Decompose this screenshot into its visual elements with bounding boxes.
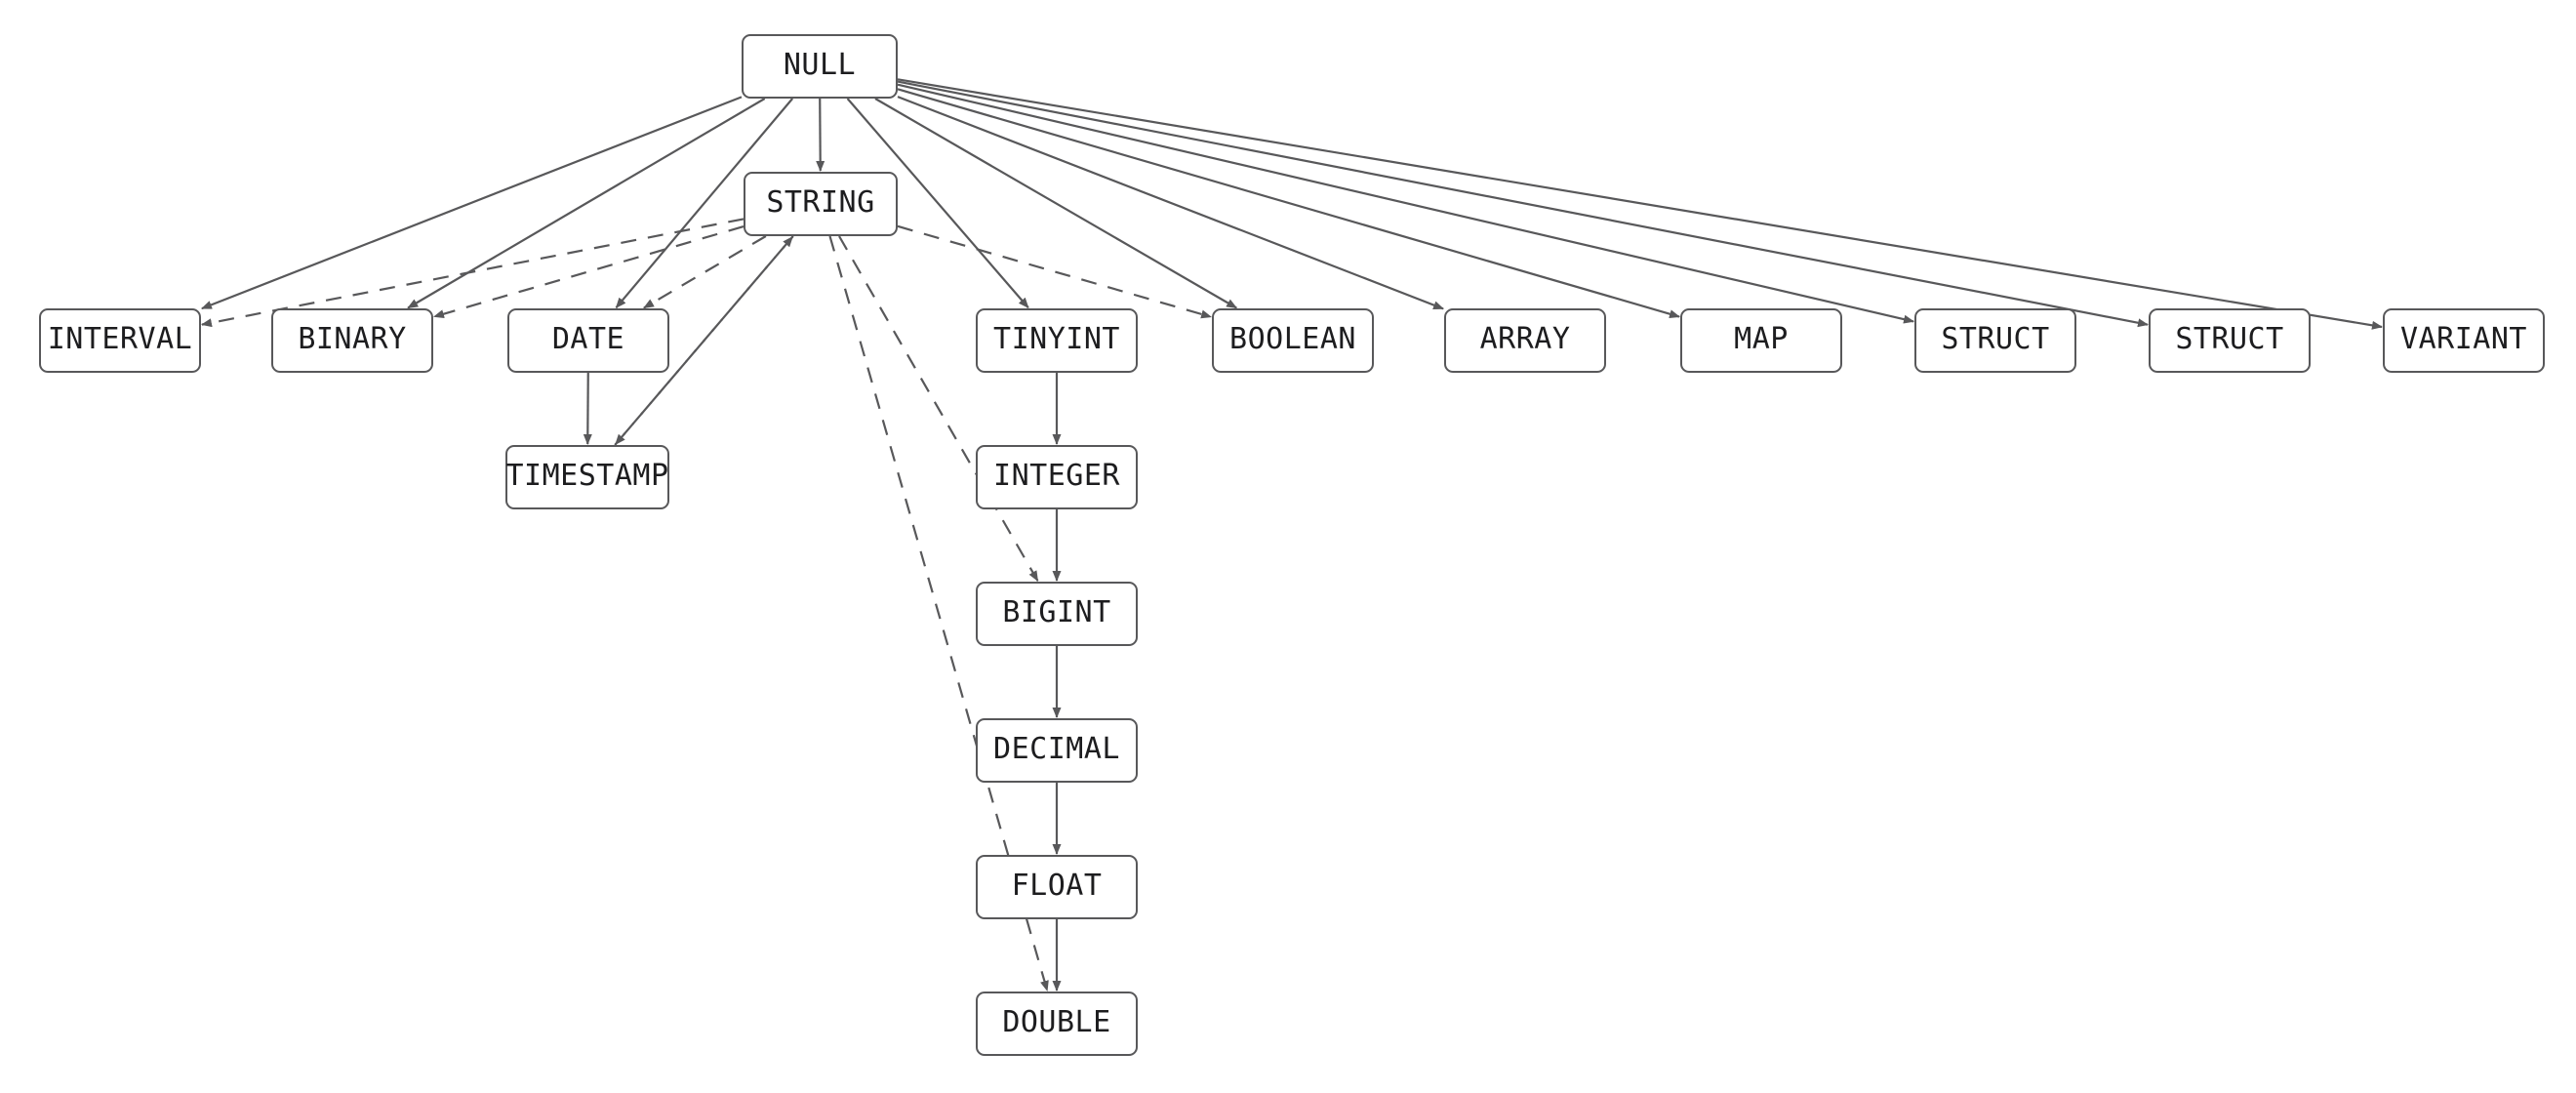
edge-date-to-timestamp	[583, 372, 592, 445]
node-integer[interactable]: INTEGER	[976, 445, 1138, 509]
node-struct2[interactable]: STRUCT	[2149, 308, 2311, 373]
node-timestamp[interactable]: TIMESTAMP	[505, 445, 669, 509]
node-label: DOUBLE	[1002, 1005, 1111, 1039]
edge-null-to-tinyint	[846, 98, 1029, 308]
edge-null-to-date	[615, 98, 794, 309]
node-string[interactable]: STRING	[744, 172, 898, 236]
node-struct1[interactable]: STRUCT	[1914, 308, 2076, 373]
node-label: NULL	[783, 48, 857, 82]
node-label: STRING	[766, 185, 875, 220]
node-tinyint[interactable]: TINYINT	[976, 308, 1138, 373]
node-label: VARIANT	[2400, 322, 2527, 356]
edge-null-to-struct2	[897, 80, 2150, 328]
node-boolean[interactable]: BOOLEAN	[1212, 308, 1374, 373]
node-map[interactable]: MAP	[1680, 308, 1842, 373]
edge-timestamp-to-string	[614, 235, 794, 446]
node-double[interactable]: DOUBLE	[976, 992, 1138, 1056]
node-label: DATE	[551, 322, 625, 356]
edge-string-to-date	[643, 235, 767, 309]
node-binary[interactable]: BINARY	[271, 308, 433, 373]
node-date[interactable]: DATE	[507, 308, 669, 373]
edge-null-to-string	[816, 98, 825, 172]
edge-null-to-interval	[200, 96, 743, 310]
node-array[interactable]: ARRAY	[1444, 308, 1606, 373]
node-label: STRUCT	[1941, 322, 2050, 356]
edge-string-to-double	[828, 235, 1049, 992]
node-label: INTEGER	[993, 459, 1120, 493]
node-label: DECIMAL	[993, 732, 1120, 766]
node-bigint[interactable]: BIGINT	[976, 582, 1138, 646]
node-float[interactable]: FLOAT	[976, 855, 1138, 919]
edge-group	[200, 78, 2383, 992]
node-label: INTERVAL	[47, 322, 193, 356]
node-label: FLOAT	[1011, 869, 1103, 903]
edge-null-to-struct1	[897, 83, 1915, 324]
node-label: TIMESTAMP	[505, 459, 669, 493]
node-label: BOOLEAN	[1229, 322, 1356, 356]
edge-null-to-variant	[897, 78, 2383, 330]
edge-null-to-array	[897, 96, 1445, 310]
edge-null-to-map	[897, 88, 1681, 319]
node-label: BIGINT	[1002, 595, 1111, 629]
node-label: STRUCT	[2175, 322, 2284, 356]
edge-string-to-bigint	[838, 235, 1039, 582]
node-variant[interactable]: VARIANT	[2383, 308, 2545, 373]
node-label: MAP	[1734, 322, 1789, 356]
node-null[interactable]: NULL	[742, 34, 898, 99]
node-decimal[interactable]: DECIMAL	[976, 718, 1138, 783]
node-label: ARRAY	[1479, 322, 1571, 356]
edge-null-to-boolean	[874, 98, 1238, 309]
node-interval[interactable]: INTERVAL	[39, 308, 201, 373]
edge-string-to-interval	[200, 218, 745, 328]
node-label: BINARY	[298, 322, 407, 356]
node-label: TINYINT	[993, 322, 1120, 356]
